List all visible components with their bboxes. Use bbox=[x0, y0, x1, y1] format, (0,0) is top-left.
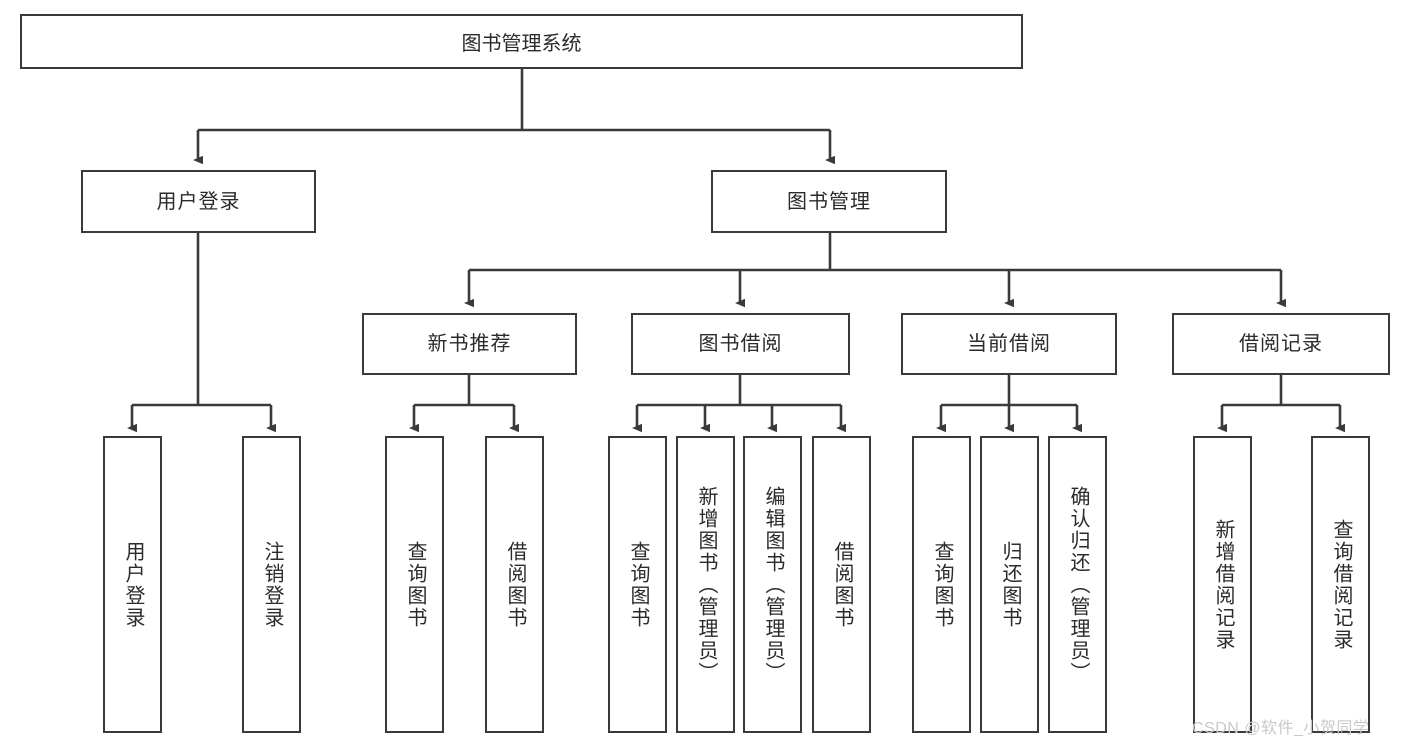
node-book-borrow[interactable]: 图书借阅 bbox=[631, 313, 850, 375]
node-label: 图书管理系统 bbox=[461, 33, 582, 55]
node-label: 新增借阅记录 bbox=[1212, 518, 1234, 651]
leaf-add-book-admin[interactable]: 新增图书（管理员） bbox=[676, 436, 735, 733]
node-book-management[interactable]: 图书管理 bbox=[711, 170, 947, 233]
node-label: 查询图书 bbox=[404, 540, 426, 629]
node-label: 图书管理 bbox=[787, 190, 871, 213]
leaf-query-book-borrow[interactable]: 查询图书 bbox=[608, 436, 667, 733]
node-label: 查询图书 bbox=[931, 540, 953, 629]
node-user-login[interactable]: 用户登录 bbox=[81, 170, 316, 233]
node-label: 新书推荐 bbox=[427, 333, 512, 355]
leaf-logout-login[interactable]: 注销登录 bbox=[242, 436, 301, 733]
node-label: 查询借阅记录 bbox=[1330, 518, 1352, 651]
leaf-borrow-book-recommend[interactable]: 借阅图书 bbox=[485, 436, 544, 733]
node-label: 借阅图书 bbox=[504, 540, 526, 629]
csdn-watermark: CSDN @软件_小贺同学 bbox=[1192, 720, 1370, 737]
leaf-user-login[interactable]: 用户登录 bbox=[103, 436, 162, 733]
node-root-book-management-system[interactable]: 图书管理系统 bbox=[20, 14, 1023, 69]
node-label: 借阅记录 bbox=[1239, 333, 1323, 355]
leaf-return-book[interactable]: 归还图书 bbox=[980, 436, 1039, 733]
node-new-book-recommend[interactable]: 新书推荐 bbox=[362, 313, 577, 375]
node-label: 新增图书（管理员） bbox=[695, 485, 717, 684]
node-label: 用户登录 bbox=[122, 540, 144, 629]
node-label: 注销登录 bbox=[261, 540, 283, 629]
leaf-query-borrow-record[interactable]: 查询借阅记录 bbox=[1311, 436, 1370, 733]
leaf-query-book-recommend[interactable]: 查询图书 bbox=[385, 436, 444, 733]
node-label: 编辑图书（管理员） bbox=[762, 485, 784, 684]
node-label: 查询图书 bbox=[627, 540, 649, 629]
node-label: 借阅图书 bbox=[831, 540, 853, 629]
leaf-borrow-book[interactable]: 借阅图书 bbox=[812, 436, 871, 733]
node-label: 归还图书 bbox=[999, 540, 1021, 629]
node-label: 确认归还（管理员） bbox=[1067, 485, 1089, 684]
node-borrow-record[interactable]: 借阅记录 bbox=[1172, 313, 1390, 375]
leaf-add-borrow-record[interactable]: 新增借阅记录 bbox=[1193, 436, 1252, 733]
node-label: 用户登录 bbox=[156, 190, 241, 213]
leaf-query-book-current[interactable]: 查询图书 bbox=[912, 436, 971, 733]
node-current-borrow[interactable]: 当前借阅 bbox=[901, 313, 1117, 375]
node-label: 图书借阅 bbox=[698, 333, 783, 355]
leaf-edit-book-admin[interactable]: 编辑图书（管理员） bbox=[743, 436, 802, 733]
node-label: 当前借阅 bbox=[967, 333, 1051, 355]
leaf-confirm-return-admin[interactable]: 确认归还（管理员） bbox=[1048, 436, 1107, 733]
